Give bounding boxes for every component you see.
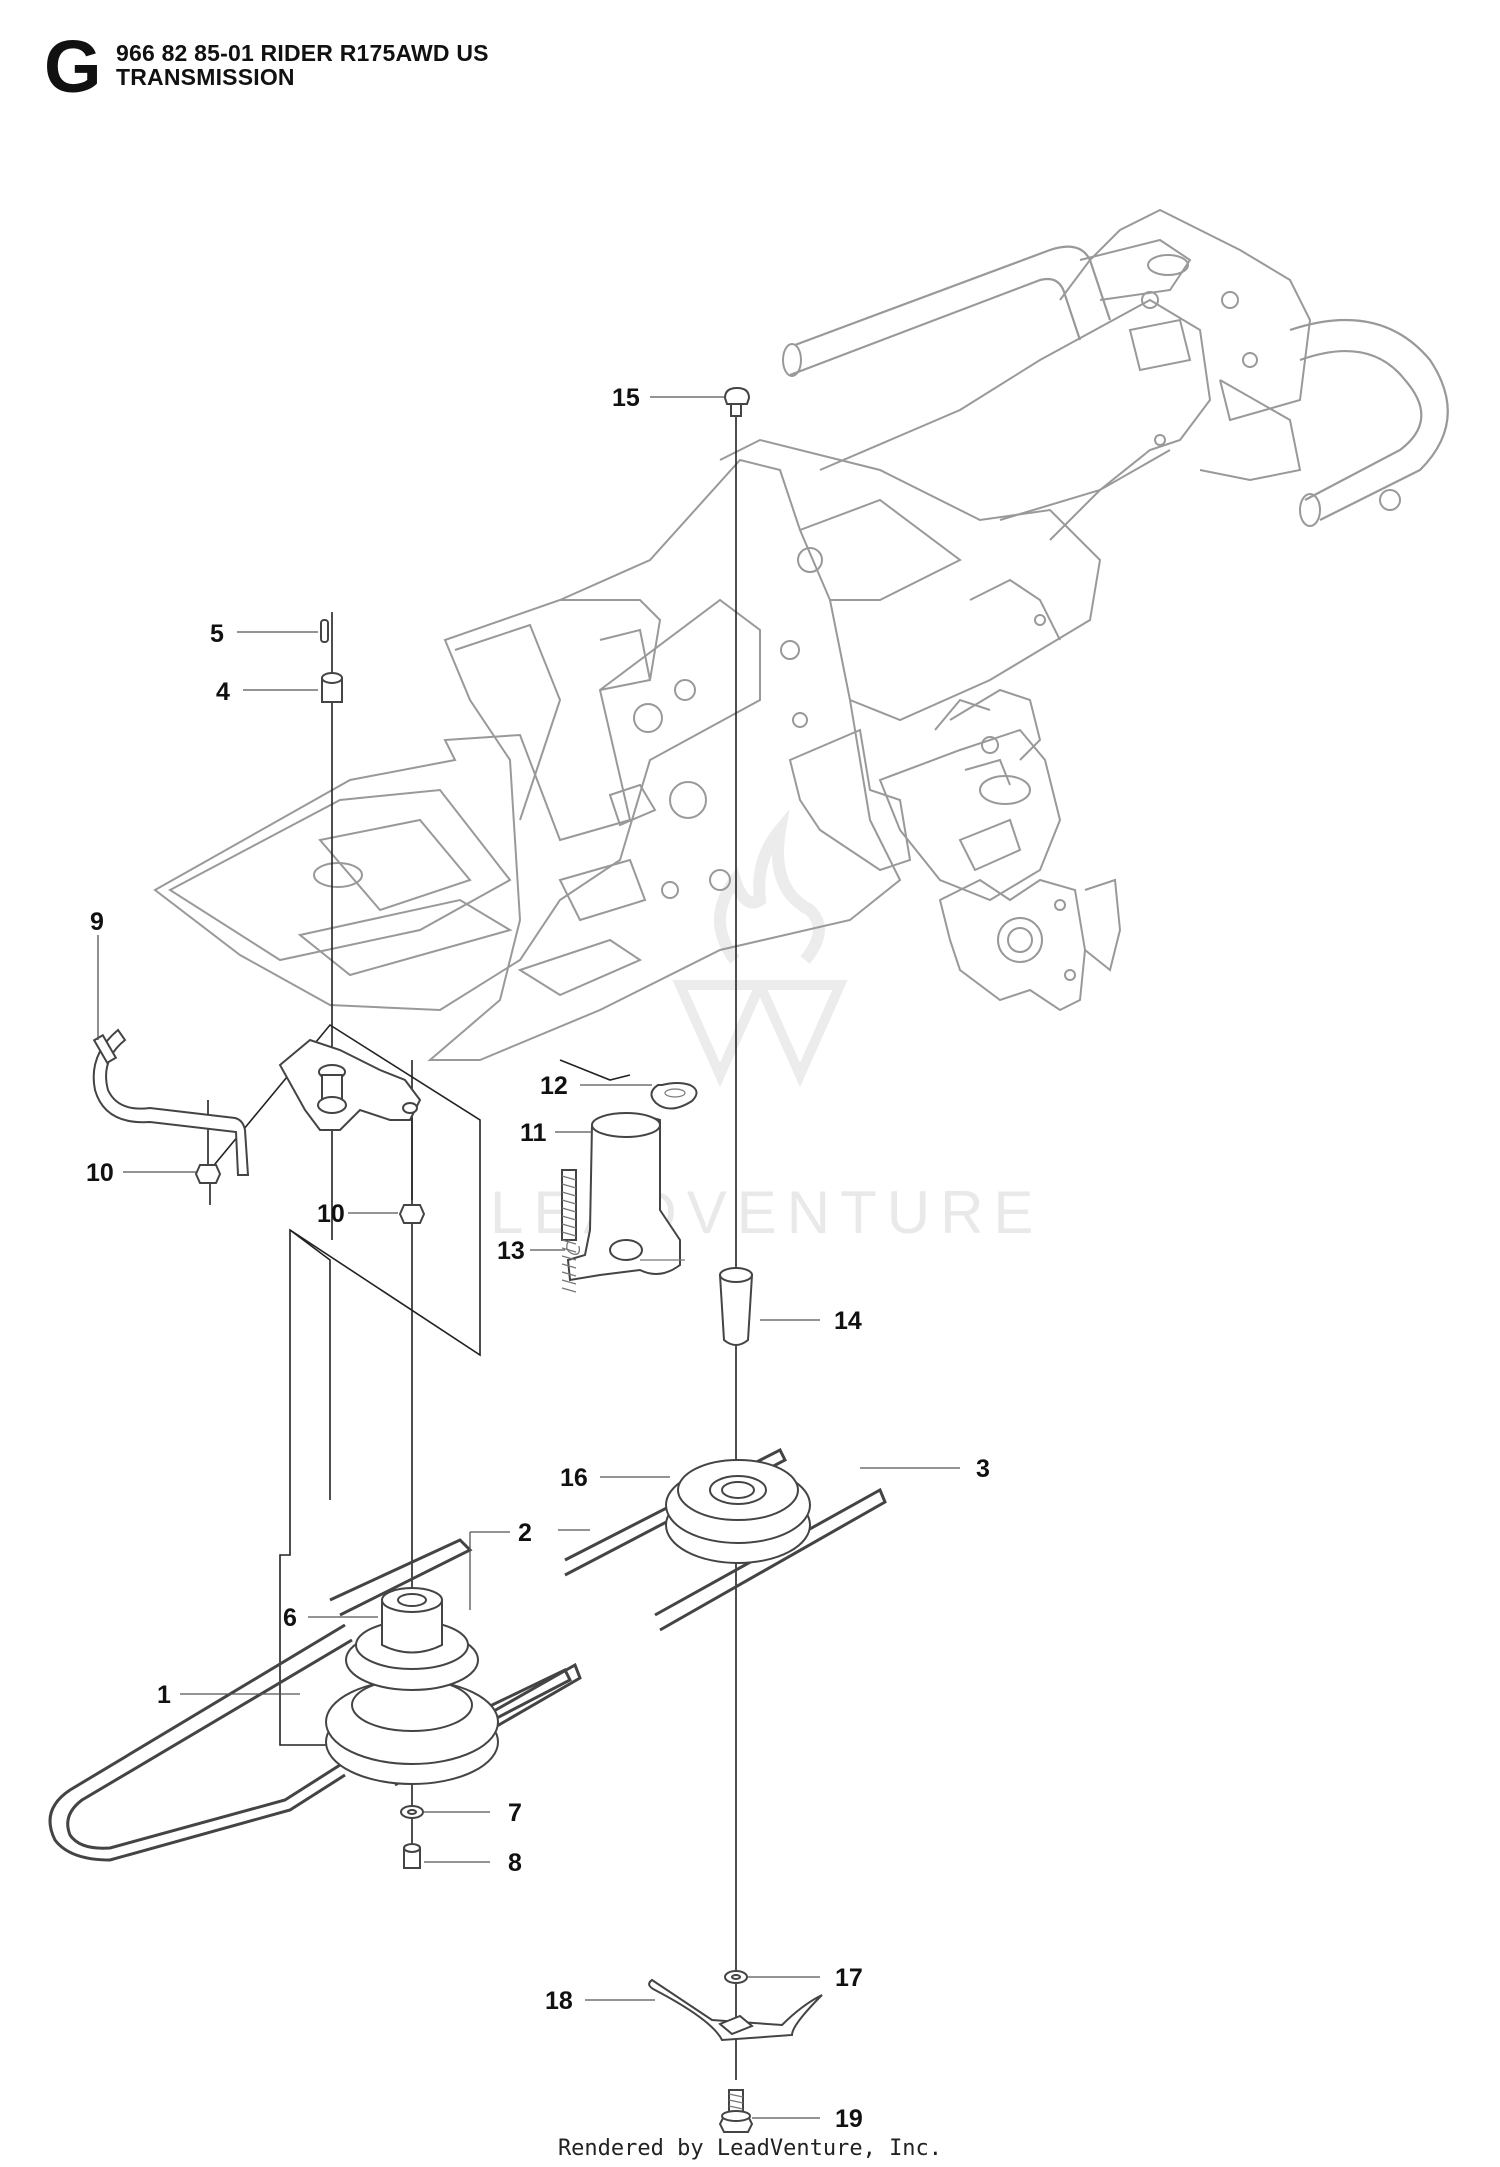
callout-3: 3 bbox=[976, 1455, 990, 1483]
part-16-idler-pulley bbox=[665, 1459, 811, 1564]
callout-10-right: 10 bbox=[317, 1200, 345, 1228]
part-8-bolt bbox=[403, 1843, 421, 1869]
part-10-nut-right bbox=[398, 1204, 426, 1224]
callout-12: 12 bbox=[540, 1072, 568, 1100]
callout-19: 19 bbox=[835, 2105, 863, 2133]
part-4-bushing bbox=[321, 672, 343, 703]
watermark-text: LEADVENTURE bbox=[490, 1179, 1043, 1246]
idler-pivot-bracket bbox=[278, 1038, 422, 1131]
rider-frame bbox=[153, 208, 1449, 1061]
callout-4: 4 bbox=[216, 678, 230, 706]
callout-18: 18 bbox=[545, 1987, 573, 2015]
part-15-bolt bbox=[723, 386, 751, 417]
watermark: LEADVENTURE bbox=[490, 809, 1043, 1246]
callout-1: 1 bbox=[157, 1681, 171, 1709]
callout-10-left: 10 bbox=[86, 1159, 114, 1187]
callout-11: 11 bbox=[520, 1119, 547, 1147]
callout-14: 14 bbox=[834, 1307, 862, 1335]
callout-5: 5 bbox=[210, 620, 224, 648]
part-19-bolt bbox=[718, 2089, 754, 2133]
callout-8: 8 bbox=[508, 1849, 522, 1877]
callout-16: 16 bbox=[560, 1464, 588, 1492]
callout-17: 17 bbox=[835, 1964, 863, 1992]
part-18-bracket bbox=[648, 1978, 823, 2042]
callout-labels: 15 5 4 9 10 10 12 11 13 14 16 3 2 6 1 7 … bbox=[86, 384, 990, 2133]
render-credit: Rendered by LeadVenture, Inc. bbox=[557, 2136, 943, 2161]
callout-7: 7 bbox=[508, 1799, 522, 1827]
part-11-idler-arm bbox=[566, 1112, 685, 1282]
part-10-nut-left bbox=[194, 1164, 222, 1184]
callout-15: 15 bbox=[612, 384, 640, 412]
section-title: TRANSMISSION bbox=[116, 64, 295, 90]
part-6-drive-pulley bbox=[325, 1587, 499, 1785]
section-letter: G bbox=[44, 25, 102, 108]
callout-2: 2 bbox=[518, 1519, 532, 1547]
part-13-spring bbox=[561, 1169, 581, 1293]
part-12-clip bbox=[650, 1082, 698, 1110]
callout-leaders bbox=[97, 396, 960, 2119]
callout-9: 9 bbox=[90, 908, 104, 936]
callout-6: 6 bbox=[283, 1604, 297, 1632]
model-line: 966 82 85-01 RIDER R175AWD US bbox=[116, 40, 489, 66]
part-14-spacer bbox=[718, 1267, 754, 1346]
part-1-drive-belt bbox=[48, 1623, 582, 1862]
part-7-washer bbox=[400, 1805, 424, 1819]
part-5-pin bbox=[320, 619, 329, 643]
callout-13: 13 bbox=[497, 1237, 525, 1265]
part-17-washer bbox=[724, 1970, 748, 1984]
part-2-belt-left bbox=[329, 1538, 573, 1747]
